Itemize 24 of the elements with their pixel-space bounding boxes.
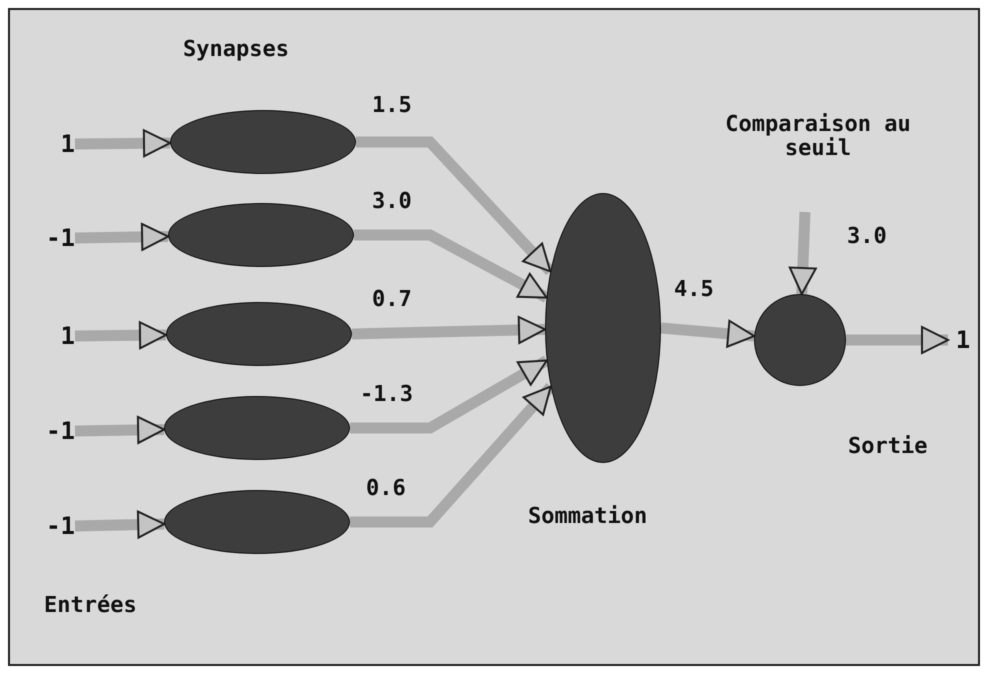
input-value: 1 [25, 320, 75, 352]
input-value: -1 [15, 510, 75, 542]
node-caption: Sommation [528, 505, 648, 530]
arrow [350, 356, 550, 434]
arrow [352, 316, 546, 344]
arrow [660, 320, 756, 348]
arrow [74, 510, 166, 539]
arrow [74, 129, 171, 158]
section-label: Sortie [848, 435, 928, 460]
arrow [354, 230, 550, 302]
input-value: 1 [25, 128, 75, 160]
section-label: Comparaison au seuil [724, 113, 912, 162]
arrow [74, 321, 167, 350]
arrow [846, 326, 949, 354]
input-value: -1 [15, 415, 75, 447]
arrow [74, 222, 170, 251]
output-value: 1 [948, 324, 978, 356]
input-value: -1 [15, 222, 75, 254]
arrow [74, 416, 166, 444]
arrow [350, 382, 555, 528]
section-label: Synapses [183, 38, 289, 62]
arrow [356, 136, 554, 276]
arrow [788, 212, 817, 295]
section-label: Entrées [44, 594, 137, 618]
